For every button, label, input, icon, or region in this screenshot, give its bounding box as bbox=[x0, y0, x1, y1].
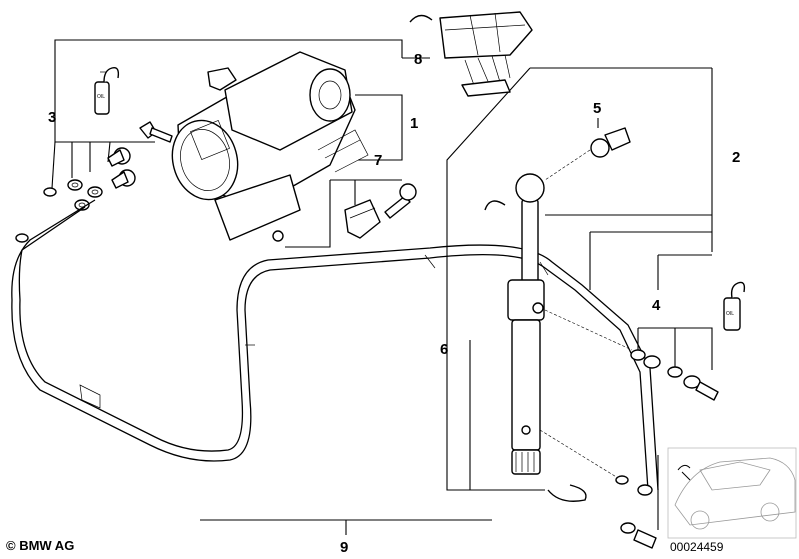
washers-left bbox=[15, 179, 103, 243]
oil-cap-right: OIL bbox=[723, 281, 746, 331]
electrical-connector bbox=[409, 11, 533, 97]
callout-4: 4 bbox=[652, 297, 661, 314]
callout-7: 7 bbox=[374, 152, 382, 169]
callout-9: 9 bbox=[340, 539, 348, 556]
copyright-label: © BMW AG bbox=[6, 538, 75, 553]
washers-right bbox=[539, 309, 719, 549]
cap-left-label: OIL bbox=[97, 94, 105, 100]
callout-3: 3 bbox=[48, 109, 56, 126]
callout-leaders bbox=[51, 39, 713, 535]
callout-numbers: 1 2 3 4 5 6 7 8 9 bbox=[48, 51, 740, 556]
hydraulic-lines bbox=[11, 199, 659, 491]
image-number-label: 00024459 bbox=[670, 540, 724, 554]
bolt-left-2 bbox=[107, 147, 131, 167]
callout-5: 5 bbox=[593, 100, 601, 117]
hydraulic-pump-unit bbox=[171, 51, 369, 242]
bolt-part-7 bbox=[384, 183, 417, 219]
hydraulic-cylinder bbox=[484, 173, 587, 502]
callout-2: 2 bbox=[732, 149, 740, 166]
oil-cap-left: OIL bbox=[94, 67, 120, 115]
callout-6: 6 bbox=[440, 341, 448, 358]
cap-right-label: OIL bbox=[726, 311, 734, 317]
rubber-mount bbox=[344, 199, 381, 239]
car-locator-thumbnail bbox=[667, 447, 797, 539]
callout-1: 1 bbox=[410, 115, 418, 132]
callout-8: 8 bbox=[414, 51, 422, 68]
ball-stud bbox=[544, 127, 631, 181]
bolt-left-1 bbox=[139, 121, 173, 143]
bolt-left-3 bbox=[111, 169, 136, 189]
